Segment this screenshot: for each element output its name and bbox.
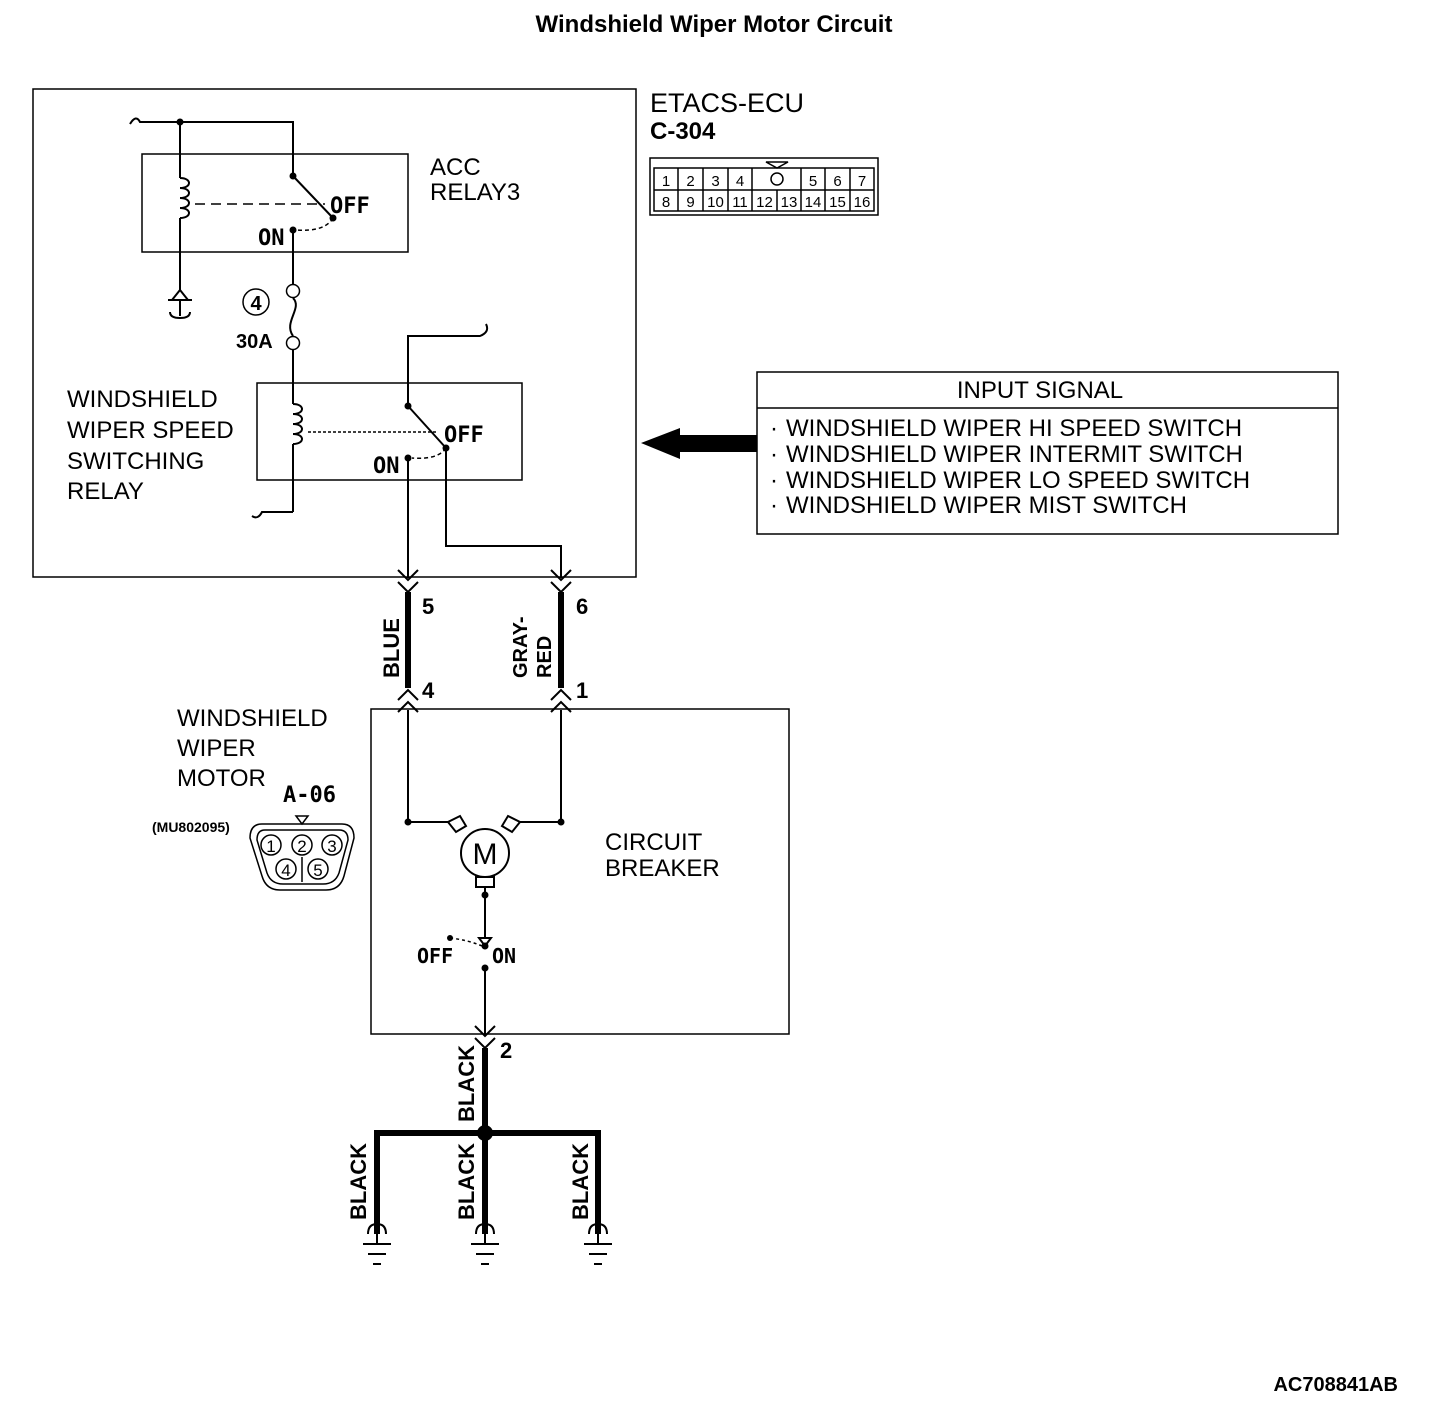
svg-text:·: · [770, 467, 778, 494]
acc-relay-coil [179, 177, 190, 219]
motor-connector-pin: 2 [297, 837, 306, 856]
wire-color-gray: GRAY- [510, 616, 532, 678]
acc-relay-ground-icon [168, 288, 192, 320]
fuse-icon [285, 283, 301, 351]
ecu-connector-pin: 3 [711, 173, 719, 190]
motor-symbol-label: M [473, 838, 498, 871]
speed-relay-label-1: WINDSHIELD [67, 386, 218, 413]
ground-icon [363, 1222, 391, 1265]
speed-relay-label-4: RELAY [67, 478, 144, 505]
input-signal-item: WINDSHIELD WIPER LO SPEED SWITCH [786, 467, 1250, 494]
input-signal-item: WINDSHIELD WIPER HI SPEED SWITCH [786, 415, 1242, 442]
ecu-connector-pin: 7 [858, 173, 866, 190]
acc-supply-wire [129, 117, 294, 176]
ecu-connector-pin: 16 [854, 194, 871, 211]
speed-relay-label-3: SWITCHING [67, 448, 204, 475]
motor-label-1: WINDSHIELD [177, 705, 328, 732]
wire-color-red: RED [534, 636, 556, 678]
input-signal-list: · WINDSHIELD WIPER HI SPEED SWITCH · WIN… [770, 415, 1250, 519]
speed-relay-coil [292, 403, 303, 445]
figure-id: AC708841AB [1273, 1374, 1398, 1396]
ecu-connector-pin: 10 [707, 194, 724, 211]
motor-label-3: MOTOR [177, 765, 266, 792]
svg-text:·: · [770, 441, 778, 468]
acc-relay-on-label: ON [258, 226, 285, 251]
motor-pin-2: 2 [500, 1038, 512, 1063]
fuse-number-badge [242, 288, 270, 316]
ecu-connector-pin: 6 [833, 173, 841, 190]
speed-relay-supply-wire [407, 323, 489, 406]
motor-switch-on-label: ON [492, 944, 516, 968]
motor-pin-1: 1 [576, 678, 588, 703]
motor-park-switch [447, 935, 493, 1034]
circuit-breaker-label-2: BREAKER [605, 855, 720, 882]
speed-relay-off-label: OFF [444, 423, 484, 448]
speed-relay-on-label: ON [373, 454, 400, 479]
acc-relay-label-1: ACC [430, 154, 481, 181]
svg-text:·: · [770, 492, 778, 519]
ground-icon [584, 1222, 612, 1265]
motor-connector-id: A-06 [283, 783, 336, 808]
acc-relay-contact [292, 175, 334, 219]
motor-label-2: WIPER [177, 735, 256, 762]
ecu-connector-pin: 4 [736, 173, 744, 190]
ecu-name: ETACS-ECU [650, 88, 804, 118]
ground-wire-black [374, 1025, 601, 1234]
motor-switch-off-label: OFF [417, 944, 453, 968]
ecu-connector-pin: 12 [756, 194, 773, 211]
page-title: Windshield Wiper Motor Circuit [536, 11, 893, 38]
svg-text:·: · [770, 415, 778, 442]
ecu-connector-pin: 5 [809, 173, 817, 190]
motor-part-number: (MU802095) [152, 819, 230, 835]
motor-connector-face: 1 2 3 4 5 [249, 815, 355, 891]
input-signal-box [756, 371, 1339, 535]
acc-relay-off-label: OFF [330, 194, 370, 219]
motor-icon: M [446, 814, 522, 888]
wire-color-black: BLACK [568, 1143, 593, 1220]
motor-connector-pin: 4 [281, 861, 290, 880]
speed-relay-contact [407, 405, 447, 449]
speed-relay-box [256, 382, 523, 481]
ground-icon [471, 1222, 499, 1265]
motor-connector-pin: 3 [327, 837, 336, 856]
input-signal-item: WINDSHIELD WIPER INTERMIT SWITCH [786, 441, 1243, 468]
ecu-pin-6: 6 [576, 594, 588, 619]
input-signal-header: INPUT SIGNAL [957, 377, 1123, 404]
ecu-connector-pin: 14 [805, 194, 822, 211]
signal-arrow-icon [641, 428, 757, 459]
ecu-connector-id: C-304 [650, 118, 716, 145]
ecu-connector-pin: 13 [781, 194, 798, 211]
wire-color-blue: BLUE [379, 618, 404, 678]
ecu-connector-pin: 1 [662, 173, 670, 190]
ecu-connector-pin: 9 [686, 194, 694, 211]
speed-relay-label-2: WIPER SPEED [67, 417, 234, 444]
motor-pin-4: 4 [422, 678, 435, 703]
acc-relay-label-2: RELAY3 [430, 179, 520, 206]
circuit-breaker-label-1: CIRCUIT [605, 829, 703, 856]
fuse-number: 4 [250, 293, 262, 315]
acc-relay-box [141, 153, 409, 253]
motor-connector-pin: 5 [313, 861, 322, 880]
ecu-connector-pin: 8 [662, 194, 670, 211]
ecu-connector-pin: 15 [829, 194, 846, 211]
ecu-connector-pin: 11 [732, 194, 748, 211]
wire-color-black: BLACK [454, 1045, 479, 1122]
wiper-motor-box [370, 708, 790, 1035]
etacs-ecu-box [32, 88, 637, 578]
ecu-connector-pin: 2 [686, 173, 694, 190]
wire-color-black: BLACK [454, 1143, 479, 1220]
wire-color-black: BLACK [346, 1143, 371, 1220]
motor-connector-pin: 1 [266, 837, 275, 856]
ecu-pin-5: 5 [422, 594, 434, 619]
input-signal-item: WINDSHIELD WIPER MIST SWITCH [786, 492, 1187, 519]
fuse-rating: 30A [236, 331, 273, 353]
